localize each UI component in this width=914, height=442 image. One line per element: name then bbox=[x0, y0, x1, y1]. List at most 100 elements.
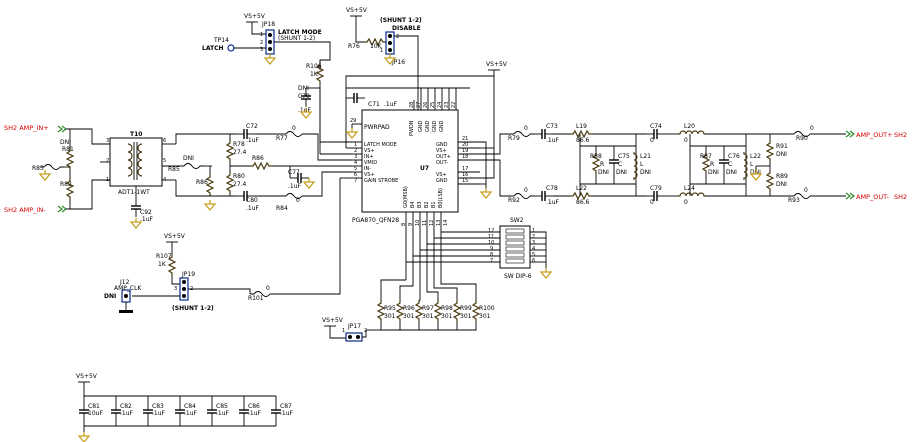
c75-value: C bbox=[618, 161, 622, 168]
r76-value: 10K bbox=[370, 43, 383, 50]
svg-text:R99: R99 bbox=[460, 305, 472, 312]
c92-label: C92 bbox=[140, 209, 152, 216]
svg-text:4: 4 bbox=[354, 160, 357, 166]
jumper-jp17[interactable]: JP17 1 2 bbox=[342, 323, 367, 342]
svg-text:2: 2 bbox=[354, 148, 357, 154]
sw2-part: SW DIP-6 bbox=[504, 273, 532, 280]
svg-text:VS+: VS+ bbox=[436, 172, 447, 178]
r91-value: DNI bbox=[776, 151, 787, 158]
svg-text:.1uF: .1uF bbox=[152, 410, 166, 417]
svg-text:12: 12 bbox=[429, 220, 435, 226]
c76-dni: DNI bbox=[726, 169, 737, 176]
svg-text:2: 2 bbox=[396, 34, 399, 40]
vs-supply-jp17: VS+5V bbox=[322, 317, 344, 333]
r79-label: R86 bbox=[252, 155, 264, 162]
latch-testpoint[interactable]: TP14 LATCH bbox=[202, 37, 235, 52]
r89-label: R89 bbox=[776, 173, 788, 180]
r85-dni-label: DNI bbox=[183, 155, 194, 162]
svg-text:1: 1 bbox=[260, 32, 263, 38]
svg-text:13: 13 bbox=[436, 220, 442, 226]
l20-label: L20 bbox=[684, 123, 695, 130]
svg-text:12: 12 bbox=[488, 228, 494, 234]
svg-text:PWDN: PWDN bbox=[409, 120, 415, 136]
svg-text:1: 1 bbox=[106, 177, 109, 183]
r79-out-label: R79 bbox=[508, 135, 520, 142]
r106-value: 1K bbox=[310, 71, 319, 78]
svg-text:25: 25 bbox=[430, 102, 436, 108]
jumper-jp18[interactable]: JP18 LATCH MODE (SHUNT 1-2) 1 2 3 bbox=[260, 21, 322, 55]
svg-text:GND: GND bbox=[432, 120, 438, 132]
svg-text:C84: C84 bbox=[184, 403, 196, 410]
svg-text:GND: GND bbox=[425, 120, 431, 132]
u7-left-pins: LATCH MODE VS+ IN+ VMID IN- VS+ GAIN STR… bbox=[354, 142, 398, 184]
ic-u7: PWRPAD 29 U7 PGA870_QFN28 LATCH MODE VS+… bbox=[350, 102, 468, 226]
svg-text:8: 8 bbox=[401, 223, 407, 226]
r101-label: R101 bbox=[248, 295, 264, 302]
jp18-label: JP18 bbox=[261, 21, 275, 28]
svg-text:1: 1 bbox=[354, 142, 357, 148]
svg-text:9: 9 bbox=[490, 246, 493, 252]
svg-text:IN-: IN- bbox=[364, 166, 371, 172]
svg-text:GND: GND bbox=[439, 120, 445, 132]
r89-value: DNI bbox=[776, 181, 787, 188]
chassis-ground-icon bbox=[119, 310, 133, 313]
amp-in-pos-label: SH2 AMP_IN+ bbox=[4, 124, 49, 132]
r78-value: 27.4 bbox=[233, 149, 247, 156]
svg-text:9: 9 bbox=[408, 223, 414, 226]
c71-label: C71 bbox=[368, 101, 380, 108]
sh2-out-pos: SH2 bbox=[894, 131, 907, 139]
svg-text:B3: B3 bbox=[417, 201, 423, 208]
svg-text:26: 26 bbox=[423, 102, 429, 108]
r80-label: R80 bbox=[233, 173, 245, 180]
j12-dni: DNI bbox=[104, 293, 116, 300]
svg-text:.1uF: .1uF bbox=[184, 410, 198, 417]
c76-label: C76 bbox=[728, 153, 740, 160]
c78-label: C78 bbox=[546, 185, 558, 192]
vs-supply-bank: VS+5V bbox=[76, 373, 98, 389]
c70-label: C70 bbox=[298, 93, 310, 100]
svg-text:15: 15 bbox=[462, 178, 468, 184]
svg-text:301: 301 bbox=[460, 313, 472, 320]
jumper-jp19[interactable]: JP19 (SHUNT 1-2) 2 3 bbox=[172, 271, 214, 312]
svg-text:OUT+: OUT+ bbox=[436, 154, 451, 160]
svg-text:7: 7 bbox=[490, 258, 493, 264]
svg-text:2: 2 bbox=[106, 158, 109, 164]
vs-supply-ic: VS+5V bbox=[486, 61, 508, 77]
svg-text:17: 17 bbox=[462, 166, 468, 172]
svg-text:LATCH MODE: LATCH MODE bbox=[364, 142, 397, 148]
r92-value: 0 bbox=[524, 187, 528, 194]
u7-part-label: PGA870_QFN28 bbox=[352, 217, 399, 224]
r88-label: R88 bbox=[590, 153, 602, 160]
r78-label: R78 bbox=[233, 141, 245, 148]
r82-label: R82 bbox=[60, 181, 72, 188]
svg-text:301: 301 bbox=[479, 313, 491, 320]
l24-value: 0 bbox=[684, 199, 688, 206]
dip-switch-sw2[interactable]: SW2 SW DIP-6 12 11 10 9 8 7 1 2 3 4 5 6 bbox=[488, 217, 535, 280]
svg-text:3: 3 bbox=[532, 240, 535, 246]
jp18-mode: LATCH MODE bbox=[278, 29, 322, 36]
svg-text:B2: B2 bbox=[424, 201, 430, 208]
r106-label: R106 bbox=[306, 63, 322, 70]
r83-label: R83 bbox=[32, 165, 44, 172]
vs-label-4: VS+5V bbox=[322, 317, 344, 324]
c70-dni: DNI bbox=[298, 85, 309, 92]
svg-text:.1uF: .1uF bbox=[248, 410, 262, 417]
svg-text:8: 8 bbox=[490, 252, 493, 258]
svg-text:3: 3 bbox=[174, 286, 177, 292]
vs-supply-jp19: VS+5V bbox=[164, 233, 186, 249]
connector-j12[interactable]: J12 AMP_CLK DNI bbox=[104, 279, 142, 303]
svg-text:24: 24 bbox=[437, 102, 443, 108]
j12-label: J12 bbox=[119, 279, 130, 286]
svg-text:23: 23 bbox=[444, 102, 450, 108]
decoupling-caps: C81 10uF C82 .1uF C83 .1uF C84 .1uF C85 … bbox=[78, 401, 294, 422]
svg-text:10: 10 bbox=[415, 220, 421, 226]
r79-out-value: 0 bbox=[524, 125, 528, 132]
vs-supply-jp18: VS+5V bbox=[244, 13, 266, 29]
c78-value: .1uF bbox=[546, 199, 560, 206]
jumper-jp16[interactable]: (SHUNT 1-2) DISABLE JP16 2 1 bbox=[380, 17, 422, 66]
svg-text:301: 301 bbox=[441, 313, 453, 320]
svg-text:3: 3 bbox=[354, 154, 357, 160]
svg-text:R96: R96 bbox=[403, 305, 415, 312]
l22-value: 86.6 bbox=[576, 199, 590, 206]
